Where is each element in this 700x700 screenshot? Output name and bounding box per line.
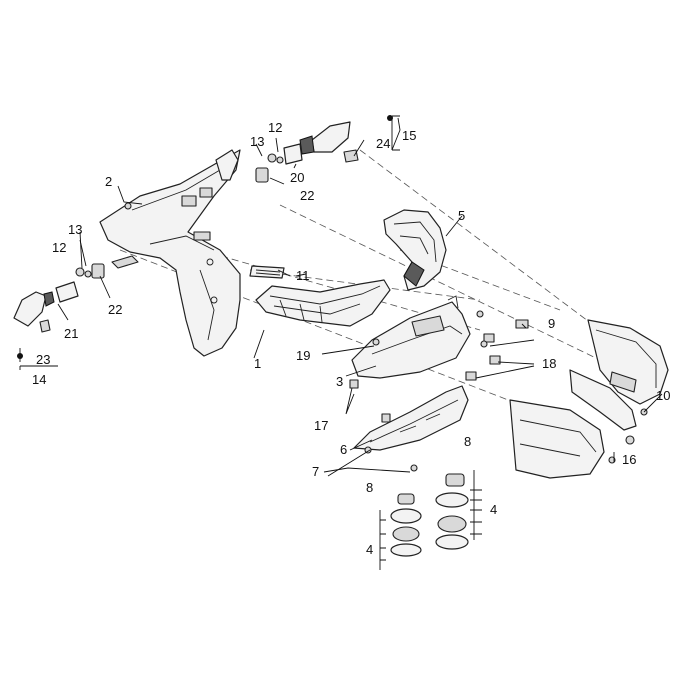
bullet-dot-15	[387, 115, 393, 121]
fasteners	[124, 202, 648, 472]
callout-3: 3	[336, 374, 343, 389]
callout-14: 14	[32, 372, 46, 387]
callout-8-left: 8	[366, 480, 373, 495]
callout-6: 6	[340, 442, 347, 457]
callout-2: 2	[105, 174, 112, 189]
reflector-group-right	[435, 470, 482, 550]
callout-4-left: 4	[366, 542, 373, 557]
callout-13-top: 13	[250, 134, 264, 149]
bullet-dot-14	[17, 353, 23, 359]
under-tray	[353, 385, 469, 451]
callout-13-left: 13	[68, 222, 82, 237]
callout-18: 18	[542, 356, 556, 371]
callout-24: 24	[376, 136, 390, 151]
callout-5: 5	[458, 208, 465, 223]
callout-labels: 1 2 3 4 4 5 6 7 8 8 9 10 11 12 12 13 13 …	[32, 120, 670, 557]
callout-11: 11	[296, 268, 310, 283]
right-turn-signal	[255, 121, 359, 183]
callout-1: 1	[254, 356, 261, 371]
reflector-group-left	[379, 493, 422, 570]
callout-20: 20	[290, 170, 304, 185]
callout-19: 19	[296, 348, 310, 363]
lower-cover	[351, 295, 471, 379]
callout-12-left: 12	[52, 240, 66, 255]
tail-light	[255, 279, 391, 327]
callout-22-left: 22	[108, 302, 122, 317]
left-turn-signal	[13, 263, 105, 333]
callout-9: 9	[548, 316, 555, 331]
callout-22-top: 22	[300, 188, 314, 203]
callout-23: 23	[36, 352, 50, 367]
callout-10: 10	[656, 388, 670, 403]
callout-17: 17	[314, 418, 328, 433]
callout-8-right: 8	[464, 434, 471, 449]
leader-lines	[19, 115, 663, 477]
callout-15: 15	[402, 128, 416, 143]
side-body-panels	[509, 319, 669, 479]
callout-16: 16	[622, 452, 636, 467]
callout-21: 21	[64, 326, 78, 341]
tail-light-housing	[383, 209, 447, 291]
rear-fender	[99, 149, 241, 357]
callout-7: 7	[312, 464, 319, 479]
callout-4-right: 4	[490, 502, 497, 517]
callout-12-top: 12	[268, 120, 282, 135]
license-plate-light	[249, 265, 285, 279]
